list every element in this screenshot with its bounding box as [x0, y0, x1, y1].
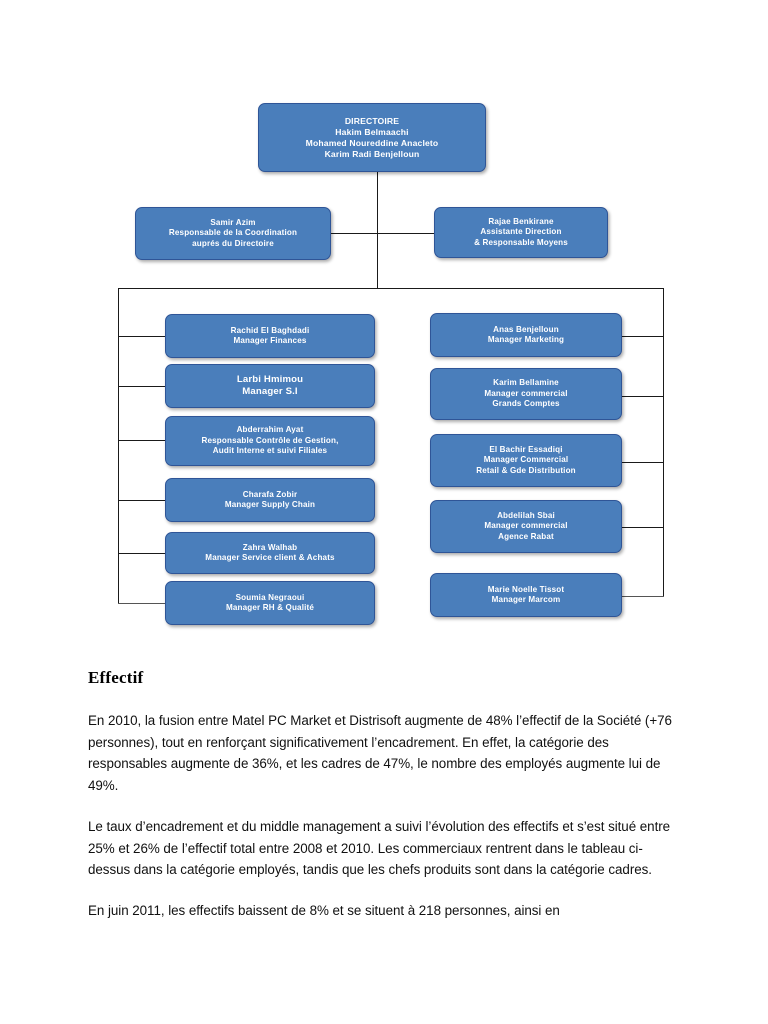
org-box-line: Manager commercial	[484, 388, 568, 398]
org-box-line: Rachid El Baghdadi	[230, 325, 310, 335]
org-box-line: Abdelilah Sbai	[497, 510, 555, 520]
connector-left-stub-6	[118, 603, 166, 605]
org-box-rajae-benkirane[interactable]: Rajae Benkirane Assistante Direction & R…	[434, 207, 608, 258]
org-box-line: Soumia Negraoui	[235, 592, 305, 602]
org-box-line: El Bachir Essadiqi	[489, 444, 563, 454]
org-box-line: Anas Benjelloun	[493, 324, 559, 334]
org-box-line: Grands Comptes	[492, 399, 560, 409]
org-box-karim-bellamine[interactable]: Karim Bellamine Manager commercial Grand…	[430, 368, 622, 420]
connector-right-stub-2	[620, 396, 664, 398]
org-box-line: Manager Commercial	[483, 455, 569, 465]
org-box-line: Assistante Direction	[480, 227, 562, 237]
connector-right-stub-4	[620, 527, 664, 529]
org-box-line: Hakim Belmaachi	[335, 126, 409, 137]
org-box-line: Manager Marcom	[491, 595, 561, 604]
connector-left-stub-2	[118, 386, 166, 388]
org-box-anas-benjelloun[interactable]: Anas Benjelloun Manager Marketing	[430, 313, 622, 357]
org-box-line: DIRECTOIRE	[344, 115, 400, 126]
org-box-line: Manager Marketing	[487, 335, 565, 344]
org-box-line: Mohamed Noureddine Anacleto	[305, 137, 439, 148]
org-box-line: auprés du Directoire	[192, 238, 274, 248]
connector-right-spine	[663, 288, 665, 596]
connector-distribution-bar	[118, 288, 664, 290]
connector-root-trunk	[377, 172, 379, 234]
org-box-line: Charafa Zobir	[242, 489, 298, 499]
org-box-larbi-hmimou[interactable]: Larbi Hmimou Manager S.I	[165, 364, 375, 408]
org-box-line: Manager RH & Qualité	[225, 603, 314, 612]
connector-left-spine	[118, 288, 120, 604]
section-heading-effectif: Effectif	[88, 668, 144, 687]
connector-left-stub-4	[118, 500, 166, 502]
org-box-samir-azim[interactable]: Samir Azim Responsable de la Coordinatio…	[135, 207, 331, 260]
org-box-zahra-walhab[interactable]: Zahra Walhab Manager Service client & Ac…	[165, 532, 375, 574]
org-box-line: Zahra Walhab	[242, 542, 298, 552]
org-box-line: Samir Azim	[210, 217, 256, 227]
org-box-charafa-zobir[interactable]: Charafa Zobir Manager Supply Chain	[165, 478, 375, 522]
connector-left-stub-3	[118, 440, 166, 442]
org-box-line: Manager S.I	[242, 386, 298, 397]
paragraph-1: En 2010, la fusion entre Matel PC Market…	[88, 713, 672, 794]
org-box-line: Manager Supply Chain	[224, 500, 316, 509]
org-box-directoire[interactable]: DIRECTOIRE Hakim Belmaachi Mohamed Noure…	[258, 103, 486, 172]
article-body: Effectif En 2010, la fusion entre Matel …	[88, 668, 676, 941]
connector-right-stub-3	[620, 462, 664, 464]
org-box-line: Larbi Hmimou	[236, 373, 304, 385]
org-box-line: & Responsable Moyens	[474, 237, 568, 247]
connector-left-stub-5	[118, 553, 166, 555]
org-box-el-bachir-essadiqi[interactable]: El Bachir Essadiqi Manager Commercial Re…	[430, 434, 622, 487]
org-box-soumia-negraoui[interactable]: Soumia Negraoui Manager RH & Qualité	[165, 581, 375, 625]
org-box-line: Manager Finances	[233, 336, 307, 345]
org-box-line: Rajae Benkirane	[488, 216, 554, 226]
org-box-abderrahim-ayat[interactable]: Abderrahim Ayat Responsable Contrôle de …	[165, 416, 375, 466]
connector-trunk-lower	[377, 233, 379, 289]
org-box-line: Agence Rabat	[498, 531, 554, 541]
paragraph-3: En juin 2011, les effectifs baissent de …	[88, 902, 560, 918]
org-box-line: Abderrahim Ayat	[236, 425, 304, 435]
org-box-line: Responsable Contrôle de Gestion,	[201, 435, 339, 445]
org-box-abdelilah-sbai[interactable]: Abdelilah Sbai Manager commercial Agence…	[430, 500, 622, 553]
connector-right-stub-5	[620, 596, 664, 598]
connector-staff-right	[377, 233, 435, 235]
connector-staff-left	[330, 233, 378, 235]
org-box-line: Marie Noelle Tissot	[487, 584, 565, 594]
org-box-marie-noelle-tissot[interactable]: Marie Noelle Tissot Manager Marcom	[430, 573, 622, 617]
org-box-rachid-el-baghdadi[interactable]: Rachid El Baghdadi Manager Finances	[165, 314, 375, 358]
connector-right-stub-1	[620, 336, 664, 338]
org-box-line: Manager Service client & Achats	[205, 553, 335, 562]
org-box-line: Karim Bellamine	[493, 378, 559, 388]
org-box-line: Manager commercial	[484, 521, 568, 531]
org-box-line: Audit Interne et suivi Filiales	[212, 446, 328, 456]
org-box-line: Retail & Gde Distribution	[476, 465, 576, 475]
paragraph-2: Le taux d’encadrement et du middle manag…	[88, 818, 671, 878]
connector-left-stub-1	[118, 336, 166, 338]
org-box-line: Responsable de la Coordination	[168, 228, 298, 238]
org-chart: DIRECTOIRE Hakim Belmaachi Mohamed Noure…	[118, 103, 665, 625]
org-box-line: Karim Radi Benjelloun	[324, 148, 420, 159]
